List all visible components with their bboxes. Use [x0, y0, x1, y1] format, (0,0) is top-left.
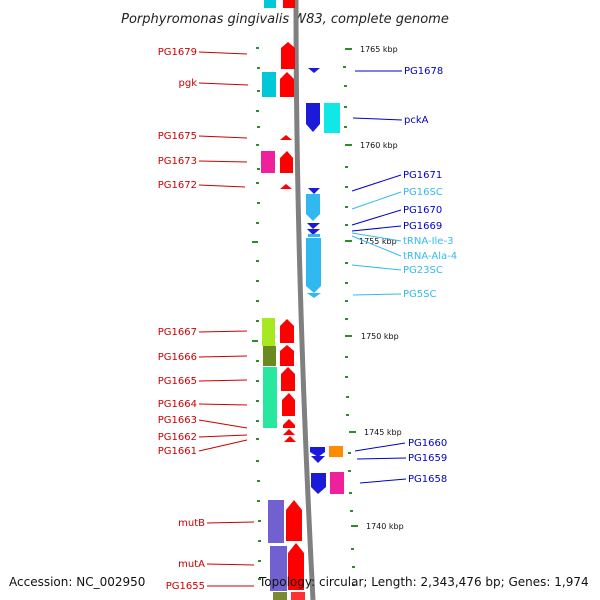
accession-text: Accession: NC_002950 — [9, 575, 145, 589]
gene-feature — [261, 151, 275, 173]
gene-feature — [310, 447, 325, 457]
left-leader-lines — [198, 51, 255, 587]
gene-label[interactable]: PG1666 — [158, 352, 197, 363]
gene-feature — [280, 319, 294, 343]
gene-label[interactable]: PG1663 — [158, 415, 197, 426]
tick-label: 1740 kbp — [366, 522, 404, 531]
gene-feature — [263, 394, 277, 428]
gene-feature — [283, 419, 295, 428]
left-gene-labels: PG1679 pgk PG1675 PG1673 PG1672 PG1667 P… — [158, 47, 205, 592]
topology-text: Topology: circular; Length: 2,343,476 bp… — [258, 575, 589, 589]
gene-label[interactable]: PG1669 — [403, 221, 442, 232]
gene-feature — [308, 68, 320, 73]
gene-label[interactable]: PG1672 — [158, 180, 197, 191]
gene-feature — [288, 543, 304, 590]
tick-mark — [345, 144, 352, 146]
gene-feature — [268, 500, 284, 543]
gene-label[interactable]: PG16SC — [403, 187, 443, 198]
gene-feature — [273, 592, 287, 600]
tick-mark — [345, 240, 352, 242]
gene-feature — [329, 446, 343, 457]
tick-mark — [351, 525, 358, 527]
gene-label[interactable]: PG23SC — [403, 265, 443, 276]
gene-label[interactable]: tRNA-Ile-3 — [403, 236, 453, 247]
gene-feature — [262, 72, 276, 97]
gene-feature — [281, 367, 295, 391]
gene-feature — [280, 184, 292, 189]
gene-label[interactable]: PG1664 — [158, 399, 197, 410]
gene-feature — [308, 188, 320, 194]
gene-label[interactable]: PG1670 — [403, 205, 442, 216]
scale-ticks: 1765 kbp 1760 kbp 1755 kbp 1750 kbp 1745… — [345, 45, 404, 531]
tick-label: 1750 kbp — [361, 332, 399, 341]
gene-label[interactable]: PG1658 — [408, 474, 447, 485]
gene-feature — [280, 72, 294, 97]
gene-label[interactable]: pckA — [404, 115, 429, 126]
gene-feature — [270, 546, 287, 591]
gene-feature — [307, 223, 320, 229]
gene-feature — [306, 238, 321, 293]
gene-label[interactable]: PG1665 — [158, 376, 197, 387]
genome-backbone — [293, 0, 316, 600]
gene-feature — [311, 456, 325, 463]
gene-feature — [307, 229, 320, 235]
map-title: Porphyromonas gingivalis W83, complete g… — [121, 12, 449, 27]
gene-feature — [330, 472, 344, 494]
gene-label[interactable]: PG1675 — [158, 131, 197, 142]
gene-label[interactable]: PG1671 — [403, 170, 442, 181]
gene-label[interactable]: mutA — [178, 559, 205, 570]
gene-feature — [281, 42, 295, 69]
gene-label[interactable]: mutB — [178, 518, 205, 529]
gene-feature — [324, 103, 340, 133]
gene-label[interactable]: PG1661 — [158, 446, 197, 457]
gene-feature — [286, 500, 302, 541]
gene-label[interactable]: PG1678 — [404, 66, 443, 77]
gene-feature — [280, 135, 292, 140]
right-gene-labels: PG1678 pckA PG1671 PG16SC PG1670 PG1669 … — [403, 66, 457, 485]
right-leader-lines — [351, 70, 407, 484]
gene-feature — [263, 346, 276, 366]
tick-label: 1765 kbp — [360, 45, 398, 54]
tick-label: 1760 kbp — [360, 141, 398, 150]
gene-label[interactable]: PG5SC — [403, 289, 436, 300]
gene-label[interactable]: PG1679 — [158, 47, 197, 58]
gene-feature — [307, 293, 321, 298]
gene-feature — [264, 0, 276, 8]
gene-feature — [263, 367, 277, 397]
gene-feature — [306, 194, 320, 221]
tick-mark — [345, 335, 352, 337]
gene-feature — [280, 151, 293, 173]
gene-feature — [283, 0, 295, 8]
gene-label[interactable]: PG1659 — [408, 453, 447, 464]
left-strand-features — [261, 0, 305, 600]
tick-mark — [349, 431, 356, 433]
tick-mark — [345, 48, 352, 50]
gene-feature — [280, 345, 294, 366]
right-strand-features — [306, 68, 344, 494]
gene-feature — [306, 103, 320, 132]
tick-label: 1745 kbp — [364, 428, 402, 437]
gene-feature — [283, 429, 295, 435]
gene-label[interactable]: tRNA-Ala-4 — [403, 251, 457, 262]
gene-feature — [262, 318, 275, 346]
gene-feature — [311, 473, 326, 494]
gene-feature — [291, 592, 305, 600]
tick-label: 1755 kbp — [359, 237, 397, 246]
gene-feature — [308, 234, 320, 237]
gene-label[interactable]: PG1673 — [158, 156, 197, 167]
gene-label[interactable]: PG1667 — [158, 327, 197, 338]
gene-label[interactable]: PG1655 — [166, 581, 205, 592]
gene-feature — [284, 436, 296, 442]
gene-label[interactable]: PG1660 — [408, 438, 447, 449]
gene-label[interactable]: pgk — [179, 78, 198, 89]
gene-feature — [282, 393, 295, 416]
tick-dots — [252, 47, 355, 586]
gene-label[interactable]: PG1662 — [158, 432, 197, 443]
